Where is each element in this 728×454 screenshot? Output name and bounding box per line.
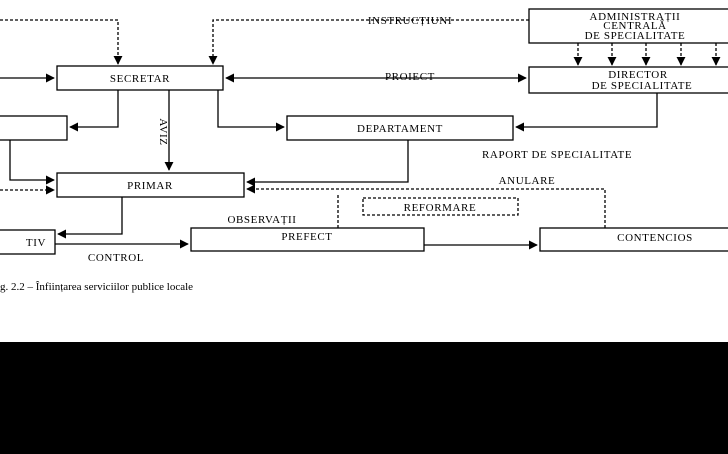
left-middle-box [0, 115, 68, 141]
aviz-label: AVIZ [157, 118, 169, 145]
proiect-label: PROIECT [385, 71, 435, 83]
black-band [0, 342, 728, 454]
primar-to-left-bottom-arrow [57, 197, 123, 239]
contencios-box [539, 227, 728, 252]
departament-box [286, 115, 514, 141]
flow-diagram: ADMINISTRAȚII CENTRALĂ DE SPECIALITATE S… [0, 8, 728, 293]
observatii-label: OBSERVAȚII [227, 214, 296, 226]
primar-box [56, 172, 245, 198]
admin-line-2: CENTRALĂ [603, 20, 666, 32]
director-line-1: DIRECTOR [608, 69, 668, 81]
prefect-label: PREFECT [281, 231, 332, 243]
contencios-label: CONTENCIOS [617, 232, 693, 244]
control-label: CONTROL [88, 252, 144, 264]
departament-to-primar-arrow [246, 140, 409, 187]
secretar-to-departament-arrow [217, 90, 285, 132]
left-bottom-label: TIV [26, 237, 46, 249]
reformare-box [362, 197, 519, 216]
director-to-departament-arrow [515, 93, 658, 132]
departament-label: DEPARTAMENT [357, 123, 443, 135]
secretar-to-left-arrow [69, 90, 119, 132]
director-line-2: DE SPECIALITATE [592, 80, 693, 92]
admin-box [528, 8, 728, 44]
raport-label: RAPORT DE SPECIALITATE [482, 149, 632, 161]
left-bottom-box [0, 229, 56, 255]
admin-line-3: DE SPECIALITATE [585, 30, 686, 42]
left-dashed-arrow [0, 19, 123, 65]
secretar-label: SECRETAR [110, 73, 170, 85]
primar-label: PRIMAR [127, 180, 173, 192]
left-to-primar-arrow [9, 140, 55, 185]
instructiuni-label: INSTRUCȚIUNI [368, 15, 452, 27]
admin-line-1: ADMINISTRAȚII [590, 11, 681, 23]
director-box [528, 66, 728, 94]
figure-caption: g. 2.2 – Înființarea serviciilor publice… [0, 281, 193, 293]
secretar-box [56, 65, 224, 91]
diagram-canvas: ADMINISTRAȚII CENTRALĂ DE SPECIALITATE S… [0, 0, 728, 342]
prefect-box [190, 227, 425, 252]
instructiuni-arrow [208, 19, 529, 65]
reformare-label: REFORMARE [404, 202, 477, 214]
anulare-label: ANULARE [499, 175, 556, 187]
anulare-arrow [246, 184, 606, 228]
